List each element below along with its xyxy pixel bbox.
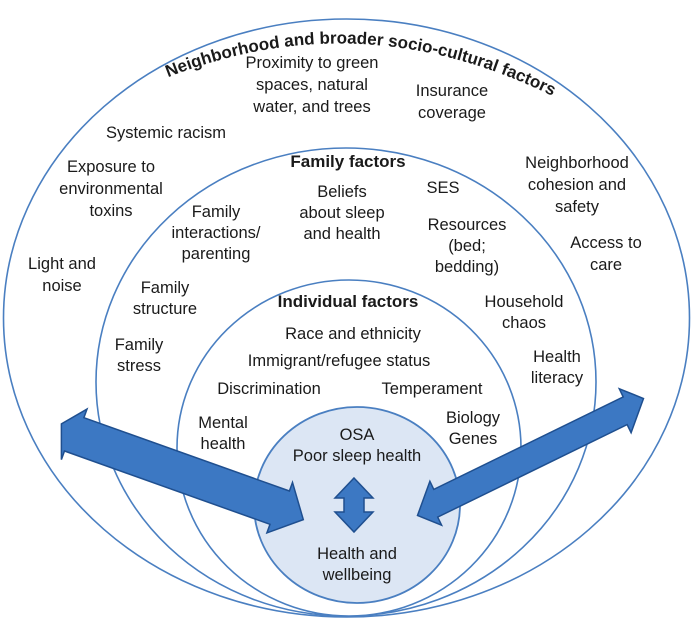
temperament-label: Temperament bbox=[382, 380, 483, 398]
label-line: Exposure to bbox=[67, 158, 155, 176]
family-interactions-label: Family interactions/parenting bbox=[172, 203, 261, 263]
label-line: wellbeing bbox=[322, 566, 392, 584]
label-line: Family bbox=[141, 279, 190, 297]
label-line: chaos bbox=[502, 314, 546, 332]
label-line: Resources bbox=[428, 216, 507, 234]
label-line: Health and bbox=[317, 545, 397, 563]
label-line: Access to bbox=[570, 234, 642, 252]
label-line: Proximity to green bbox=[246, 54, 379, 72]
label-line: bedding) bbox=[435, 258, 499, 276]
discrimination-label: Discrimination bbox=[217, 380, 321, 398]
systemic-racism-label: Systemic racism bbox=[106, 124, 226, 142]
label-line: Temperament bbox=[382, 380, 483, 398]
label-line: Mental bbox=[198, 414, 248, 432]
label-line: Systemic racism bbox=[106, 124, 226, 142]
label-line: health bbox=[201, 435, 246, 453]
label-line: Health bbox=[533, 348, 581, 366]
label-line: structure bbox=[133, 300, 197, 318]
family-title: Family factors bbox=[290, 152, 405, 171]
label-line: water, and trees bbox=[252, 98, 370, 116]
label-line: SES bbox=[426, 179, 459, 197]
environmental-toxins-label: Exposure to environmental toxins bbox=[59, 158, 163, 220]
label-line: (bed; bbox=[448, 237, 486, 255]
label-line: noise bbox=[42, 277, 81, 295]
label-line: Household bbox=[485, 293, 564, 311]
green-spaces-label: Proximity to green spaces, natural water, … bbox=[246, 54, 379, 116]
individual-title: Individual factors bbox=[278, 292, 419, 311]
neighborhood-cohesion-label: Neighborhood cohesion and safety bbox=[525, 154, 629, 216]
core-bottom-label: Health and wellbeing bbox=[317, 545, 397, 584]
label-line: environmental bbox=[59, 180, 163, 198]
family-structure-label: Family structure bbox=[133, 279, 197, 318]
label-line: Race and ethnicity bbox=[285, 325, 421, 343]
ses-label: SES bbox=[426, 179, 459, 197]
label-line: Genes bbox=[449, 430, 498, 448]
label-line: Immigrant/refugee status bbox=[248, 352, 431, 370]
label-line: care bbox=[590, 256, 622, 274]
race-ethnicity-label: Race and ethnicity bbox=[285, 325, 421, 343]
mental-health-label: Mental health bbox=[198, 414, 248, 453]
light-noise-label: Light and noise bbox=[28, 255, 96, 295]
core-top-label: OSA Poor sleep health bbox=[293, 426, 421, 465]
label-line: Family bbox=[115, 336, 164, 354]
label-line: spaces, natural bbox=[256, 76, 368, 94]
label-line: literacy bbox=[531, 369, 584, 387]
label-line: Discrimination bbox=[217, 380, 321, 398]
label-line: Family bbox=[192, 203, 241, 221]
health-literacy-label: Health literacy bbox=[531, 348, 584, 387]
label-line: Biology bbox=[446, 409, 501, 427]
label-line: toxins bbox=[89, 202, 132, 220]
household-chaos-label: Household chaos bbox=[485, 293, 564, 332]
label-line: Poor sleep health bbox=[293, 447, 421, 465]
label-line: Neighborhood bbox=[525, 154, 629, 172]
label-line: Beliefs bbox=[317, 183, 367, 201]
access-to-care-label: Access to care bbox=[570, 234, 642, 274]
vertical-double-arrow bbox=[333, 476, 375, 534]
label-line: parenting bbox=[182, 245, 251, 263]
insurance-label: Insurance coverage bbox=[416, 82, 488, 122]
label-line: OSA bbox=[340, 426, 375, 444]
label-line: Insurance bbox=[416, 82, 488, 100]
label-line: and health bbox=[303, 225, 380, 243]
family-stress-label: Family stress bbox=[115, 336, 164, 375]
label-line: about sleep bbox=[299, 204, 384, 222]
label-line: safety bbox=[555, 198, 600, 216]
label-line: stress bbox=[117, 357, 161, 375]
label-line: Light and bbox=[28, 255, 96, 273]
label-line: coverage bbox=[418, 104, 486, 122]
left-double-arrow bbox=[60, 407, 305, 535]
label-line: cohesion and bbox=[528, 176, 626, 194]
right-double-arrow bbox=[416, 387, 645, 527]
label-line: interactions/ bbox=[172, 224, 261, 242]
resources-label: Resources (bed; bedding) bbox=[428, 216, 507, 276]
immigrant-status-label: Immigrant/refugee status bbox=[248, 352, 431, 370]
beliefs-label: Beliefs about sleep and health bbox=[299, 183, 384, 243]
